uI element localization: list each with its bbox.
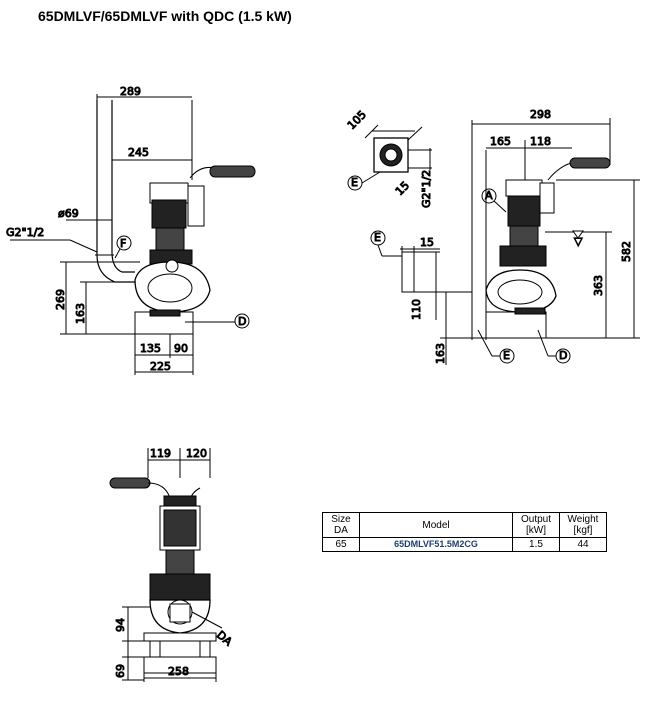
callout-f: F [120,237,126,250]
callout-d-front: D [238,315,246,328]
header-model: Model [359,512,513,538]
dim-diameter-69: ø69 [58,207,79,220]
cell-size: 65 [322,537,360,552]
dim-thread-g2-front: G2"1/2 [6,226,44,239]
detail-e [370,230,440,320]
dim-163-side: 163 [434,343,447,364]
dim-15-plan: 15 [393,179,412,198]
dim-thread-g2-plan: G2"1/2 [420,170,433,208]
dim-90: 90 [174,342,188,355]
dim-269: 269 [54,289,67,310]
callout-e-detail: E [374,231,381,244]
callout-d-side: D [559,349,567,362]
page-title: 65DMLVF/65DMLVF with QDC (1.5 kW) [38,8,292,24]
callout-e-side: E [503,349,510,362]
dim-105: 105 [345,108,369,132]
header-output: Output[kW] [512,512,560,538]
dim-118: 118 [530,135,551,148]
water-level-icon: ▽ [574,235,583,248]
front-view [10,94,256,375]
dim-119: 119 [150,447,171,460]
dim-245: 245 [128,146,149,159]
table-row: 65 65DMLVF51.5M2CG 1.5 44 [322,537,607,552]
dim-110: 110 [410,299,423,320]
callout-a: A [485,189,493,202]
callout-e-plan: E [351,176,358,189]
dim-163-front: 163 [74,303,87,324]
cell-weight: 44 [559,537,607,552]
dim-69: 69 [114,664,127,678]
dim-15-detail: 15 [420,236,434,249]
bottom-view [109,448,223,682]
dim-582: 582 [620,241,633,262]
dim-120: 120 [186,447,207,460]
dim-94: 94 [114,618,127,632]
cell-output: 1.5 [512,537,560,552]
header-weight: Weight[kgf] [559,512,607,538]
dim-363: 363 [592,275,605,296]
dim-225: 225 [150,360,171,373]
side-view [440,118,640,365]
cell-model: 65DMLVF51.5M2CG [359,537,513,552]
dim-298: 298 [530,108,551,121]
dim-289: 289 [120,85,141,98]
dim-258: 258 [168,665,189,678]
dim-165: 165 [490,135,511,148]
plan-view [347,124,432,191]
dim-135: 135 [140,342,161,355]
dim-da: DA [214,628,235,648]
